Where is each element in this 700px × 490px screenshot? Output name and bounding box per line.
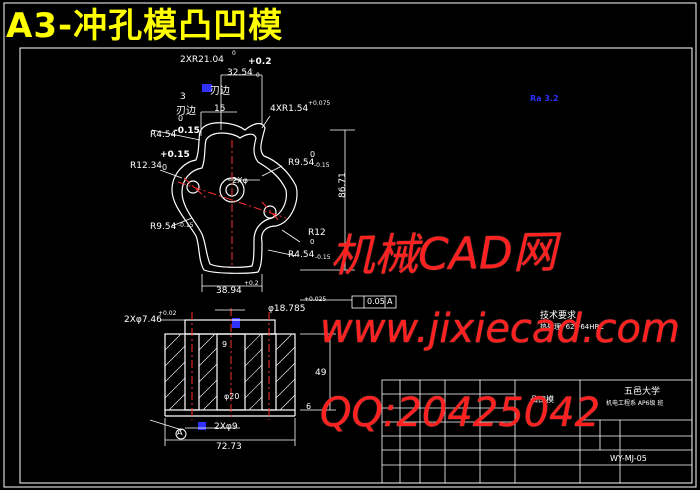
dim-49: 49 [315,368,327,378]
dim-r-top: 2XR21.04 [180,55,224,65]
dim-4x: 4XR1.54 [270,104,309,114]
dim-32-tol: 0 [256,72,260,79]
dim-dia-746: 2Xφ7.46 [124,315,162,325]
dim-8671: 86.71 [338,172,348,198]
edge-label-2: 刃边 [176,106,196,117]
dim-r1234-tol-lo: 0 [162,163,168,172]
dim-num-9: 9 [222,340,228,349]
flatness-value: 0.05 [367,297,385,306]
drawing-border [3,2,697,488]
dim-15: 15 [214,104,226,114]
dim-7273: 72.73 [216,442,242,452]
dim-dia-9: 2Xφ9 [214,422,238,432]
top-view-outline [171,122,298,274]
dim-r954-left: R9.54 [150,222,177,232]
tb-subtitle: 机电工程系 AP6级 班 [606,400,664,407]
dim-r-top-tol-lo: 0 [232,50,236,57]
dim-r1234: R12.34 [130,161,163,171]
datum-a-label: A [177,428,183,437]
top-hole-right [263,205,277,219]
inner-frame [19,47,693,484]
feature-control-frame [351,295,397,309]
dim-r454-bottom: R4.54 [288,250,315,260]
front-hatching [164,333,296,411]
dim-r954-right-tol: -0.15 [314,162,330,169]
datum-circle [175,428,187,440]
dim-r454-tol: -0.15 [174,126,200,136]
tb-part-name: 凸凹模 [530,395,554,404]
title-block [381,379,693,484]
flatness-datum: A [387,297,393,306]
dim-dia-18785: φ18.785 [268,304,306,314]
top-view-centerlines [177,140,287,268]
blue-markers [198,84,240,430]
top-view-inner-outline [181,132,287,268]
top-view [171,122,298,274]
roughness-symbol: Ra 3.2 [530,94,559,103]
num-3: 3 [180,92,186,102]
dim-r954-right-tol0: 0 [310,150,316,159]
tb-school: 五邑大学 [624,387,661,397]
dim-6: 6 [306,402,312,411]
dim-r454-bottom-tol: -0.15 [315,254,331,261]
dim-dia-746-tol: +0.02 [158,310,177,317]
dim-r-top-tol-up: +0.2 [248,57,272,67]
dim-r454: R4.54 [150,130,177,140]
front-shoulder [184,319,276,335]
dim-r12-tol: 0 [310,238,315,246]
dim-2x-dia: 2Xφ [232,176,248,185]
dim-3894: 38.94 [216,286,242,296]
watermark-line-3: QQ:20425042 [320,390,601,436]
dim-4x-tol: +0.075 [308,100,331,107]
front-dim-lines [149,299,352,446]
dim-3894-tol: +0.2 [244,280,259,287]
top-hole-left [186,180,200,194]
dim-32: 32.54 [227,68,253,78]
num-0: 0 [178,114,184,123]
dim-r1234-tol-up: +0.15 [160,150,190,160]
dim-dia-18785-tol: +0.025 [304,296,327,303]
dim-r954-right: R9.54 [288,158,315,168]
dim-r954-left-tol: -0.15 [178,222,194,229]
dim-dia-20: φ20 [224,392,240,401]
top-view-dim-lines [151,74,355,292]
edge-label-1: 刃边 [210,86,230,97]
front-view [164,319,296,417]
notes-heading: 技术要求 [540,311,577,321]
notes-line-1: 热处理: 62~64HRC [540,323,604,331]
tb-drawing-number: WY-MJ-05 [610,454,647,463]
drawing-title: A3-冲孔模凸凹模 [6,6,284,46]
watermark-line-2: www.jixiecad.com [320,306,680,352]
dim-r12: R12 [308,228,326,238]
watermark-line-1: 机械CAD网 [329,227,558,282]
front-centerlines [191,308,270,420]
